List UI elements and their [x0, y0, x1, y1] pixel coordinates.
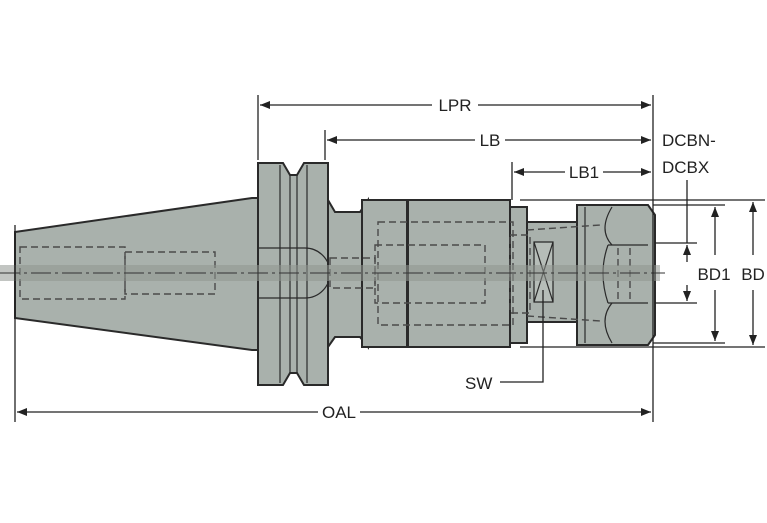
label-bd: BD [741, 265, 765, 284]
dim-lpr: LPR [260, 96, 651, 115]
label-dcbn: DCBN- [662, 131, 716, 150]
dim-lb: LB [327, 131, 651, 150]
extension-lines [14, 95, 765, 422]
dim-bd1: BD1 [697, 207, 731, 341]
dim-sw: SW [465, 290, 544, 393]
dim-dcbx: DCBN- DCBX [662, 131, 716, 301]
label-bd1: BD1 [697, 265, 730, 284]
label-lb: LB [480, 131, 501, 150]
label-dcbx: DCBX [662, 158, 709, 177]
label-sw: SW [465, 374, 492, 393]
label-lb1: LB1 [569, 163, 599, 182]
dim-oal: OAL [17, 403, 651, 422]
label-lpr: LPR [438, 96, 471, 115]
dim-lb1: LB1 [514, 163, 651, 182]
dim-bd: BD [741, 202, 765, 345]
label-oal: OAL [322, 403, 356, 422]
